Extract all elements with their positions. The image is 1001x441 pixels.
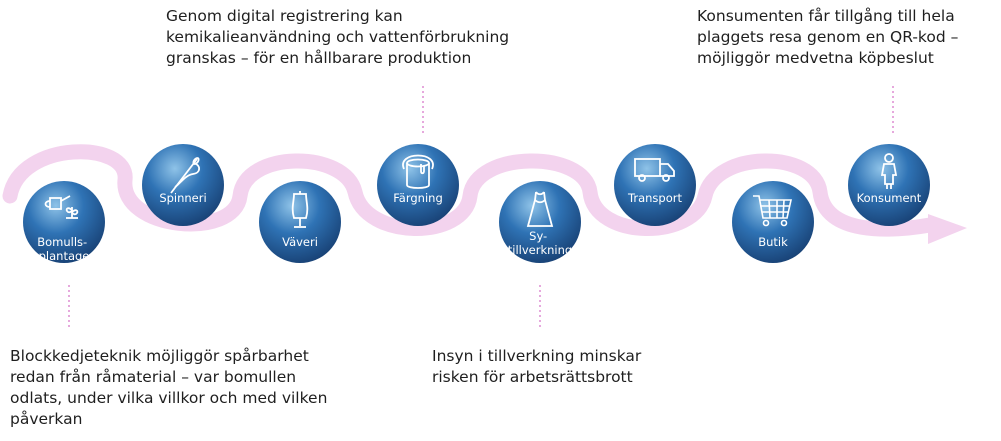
step-node-konsument: Konsument xyxy=(848,144,930,226)
step-node-spinneri: Spinneri xyxy=(142,144,224,226)
step-label: Spinneri xyxy=(159,191,206,205)
step-label: Sy- tillverkning xyxy=(508,229,572,257)
shopping-cart-icon xyxy=(753,195,792,227)
step-label: Konsument xyxy=(857,191,922,205)
annotation-bottom-left: Blockkedjeteknik möjliggör spårbarhet re… xyxy=(10,347,328,428)
step-node-vaveri: Väveri xyxy=(259,181,341,263)
step-node-fargning: Färgning xyxy=(377,144,459,226)
dress-icon xyxy=(526,191,554,227)
step-node-sytillverkning: Sy- tillverkning xyxy=(499,181,581,263)
step-label: Färgning xyxy=(393,191,443,205)
step-label: Transport xyxy=(627,191,682,205)
paint-bucket-icon xyxy=(402,154,434,189)
step-label: Väveri xyxy=(282,235,318,249)
person-icon xyxy=(880,153,898,189)
step-node-butik: Butik xyxy=(732,181,814,263)
annotation-top-right: Konsumenten får tillgång till hela plagg… xyxy=(697,7,959,67)
step-node-bomullsplantage: Bomulls- plantage xyxy=(23,181,105,263)
watering-can-plant-icon xyxy=(44,195,79,219)
needle-thread-icon xyxy=(170,157,201,194)
truck-icon xyxy=(634,158,675,182)
step-label: Butik xyxy=(758,235,788,249)
wave-arrow-head xyxy=(928,214,967,244)
step-node-transport: Transport xyxy=(614,144,696,226)
annotation-bottom-middle: Insyn i tillverkning minskar risken för … xyxy=(432,347,642,386)
step-label: Bomulls- plantage xyxy=(37,235,91,263)
annotation-top-middle: Genom digital registrering kan kemikalie… xyxy=(166,7,510,67)
dress-form-icon xyxy=(291,191,309,228)
wave-path xyxy=(2,144,938,237)
